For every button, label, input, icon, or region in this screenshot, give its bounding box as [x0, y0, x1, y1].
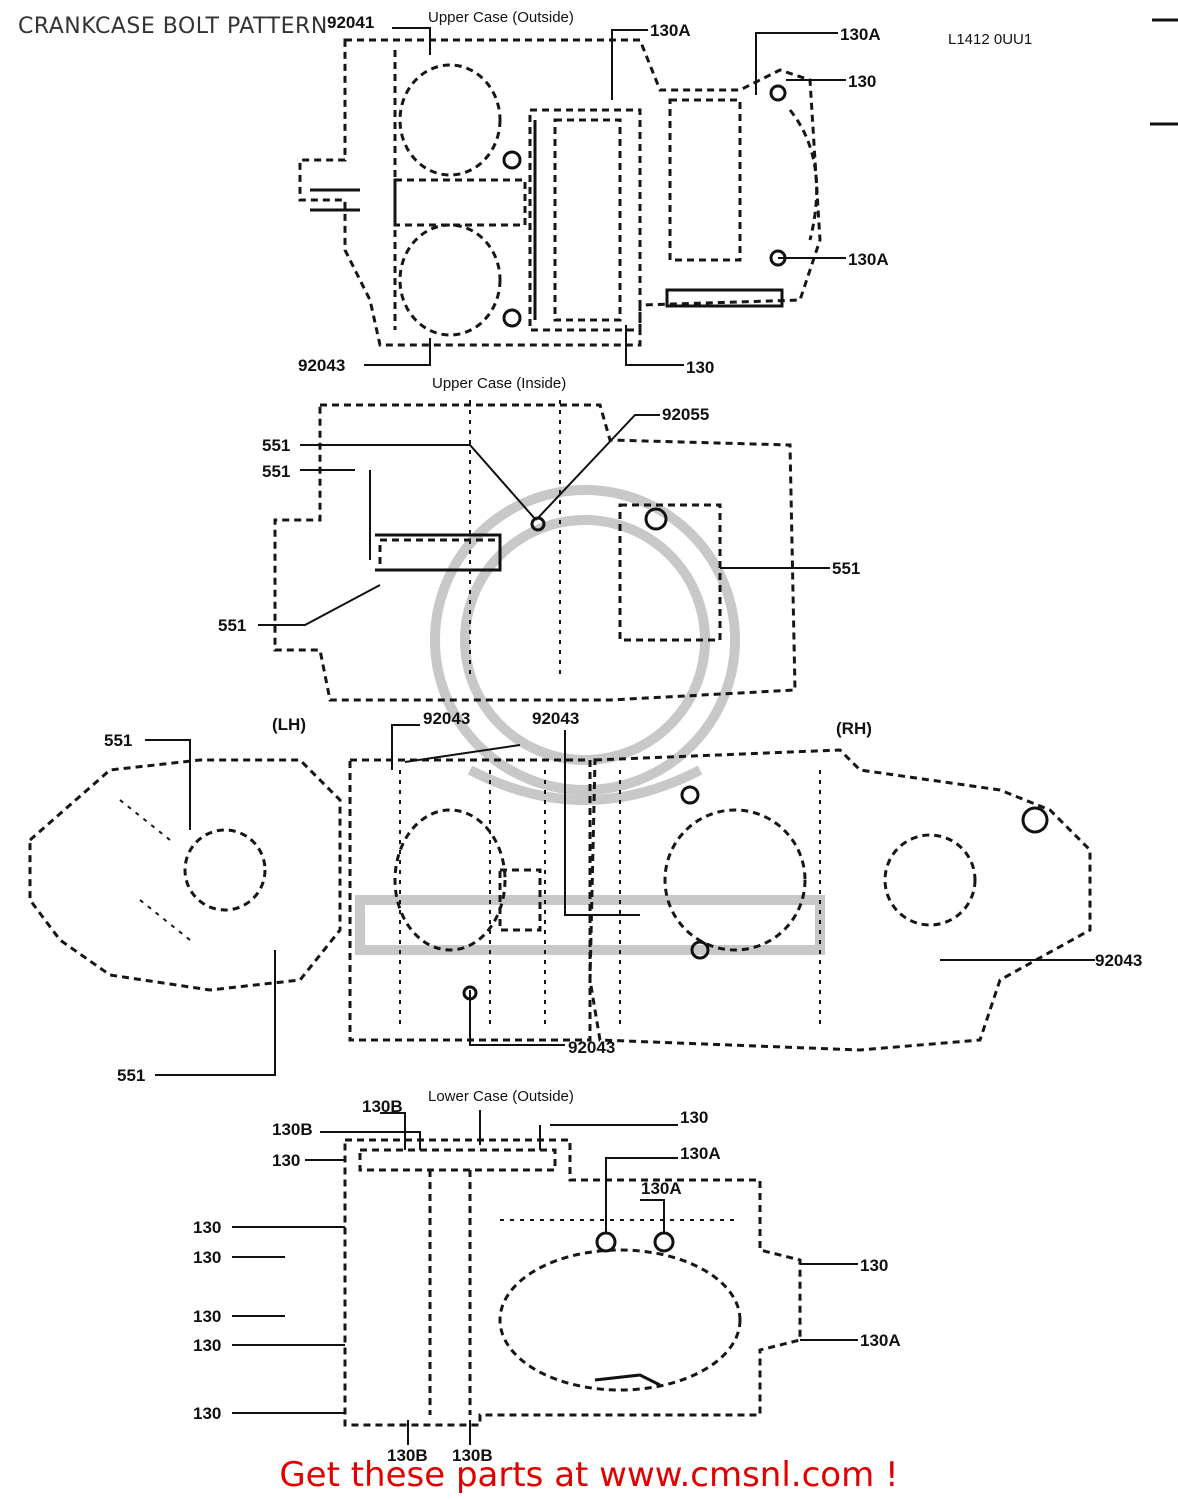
caption-upper-inside: Upper Case (Inside): [432, 375, 566, 392]
upper-case-inside-view: Upper Case (Inside) 92055 551 551 551 55…: [218, 375, 860, 702]
callout-label: 130: [272, 1151, 300, 1170]
callout-label: 551: [262, 462, 290, 481]
lower-case-outside-view: Lower Case (Outside) 130B 130B 130 130 1…: [193, 1088, 901, 1465]
callout-label: 130A: [680, 1144, 721, 1163]
callout-label: 92043: [532, 709, 579, 728]
callout-label: 130: [686, 358, 714, 377]
caption-rh: (RH): [836, 719, 872, 738]
caption-lh: (LH): [272, 715, 306, 734]
callout-label: 130: [193, 1336, 221, 1355]
callout-label: 130: [860, 1256, 888, 1275]
callout-label: 130: [193, 1307, 221, 1326]
callout-label: 92043: [1095, 951, 1142, 970]
callout-label: 92043: [568, 1038, 615, 1057]
callout-label: 551: [104, 731, 132, 750]
callout-label: 92043: [298, 356, 345, 375]
callout-label: 92041: [327, 13, 374, 32]
callout-label: 130B: [452, 1446, 493, 1465]
upper-case-outside-view: Upper Case (Outside) 92041 130A 130A 130…: [298, 9, 889, 377]
side-views: (LH) (RH) 551 92043 92043 92043 92043: [28, 709, 1142, 1085]
footer-link-text[interactable]: Get these parts at www.cmsnl.com !: [279, 1455, 899, 1495]
callout-label: 130A: [848, 250, 889, 269]
callout-label: 551: [832, 559, 860, 578]
callout-label: 130B: [387, 1446, 428, 1465]
callout-label: 130: [848, 72, 876, 91]
callout-label: 551: [117, 1066, 145, 1085]
page-title: CRANKCASE BOLT PATTERN: [18, 14, 328, 39]
drawing-ref: L1412 0UU1: [948, 31, 1032, 48]
callout-label: 130: [193, 1248, 221, 1267]
callout-label: 130B: [272, 1120, 313, 1139]
caption-upper-outside: Upper Case (Outside): [428, 9, 574, 26]
callout-label: 130A: [840, 25, 881, 44]
callout-label: 130A: [860, 1331, 901, 1350]
callout-label: 130B: [362, 1097, 403, 1116]
callout-label: 551: [218, 616, 246, 635]
callout-label: 130: [680, 1108, 708, 1127]
callout-label: 92055: [662, 405, 709, 424]
callout-label: 130A: [650, 21, 691, 40]
callout-label: 130: [193, 1404, 221, 1423]
callout-label: 92043: [423, 709, 470, 728]
callout-label: 130: [193, 1218, 221, 1237]
callout-label: 551: [262, 436, 290, 455]
caption-lower-outside: Lower Case (Outside): [428, 1088, 574, 1105]
callout-label: 130A: [641, 1179, 682, 1198]
